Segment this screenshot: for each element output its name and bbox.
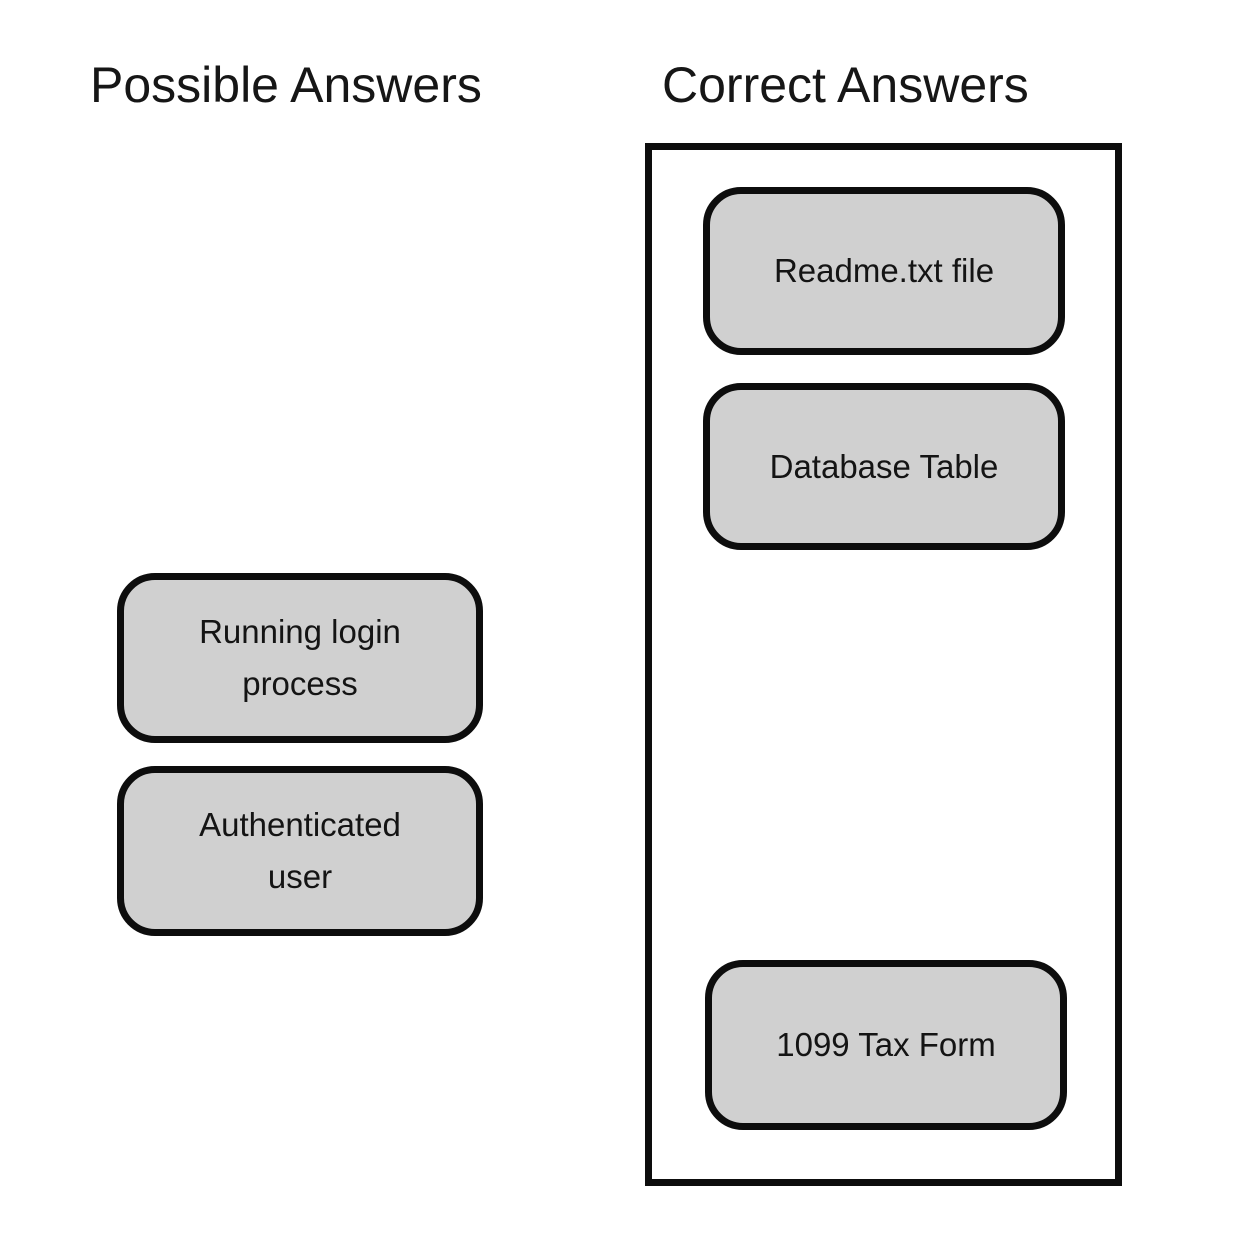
correct-answers-dropzone[interactable]: Readme.txt file Database Table 1099 Tax … — [645, 143, 1122, 1186]
answer-token-label: Authenticated user — [199, 806, 401, 895]
answer-token-running-login-process[interactable]: Running login process — [117, 573, 483, 743]
answer-token-authenticated-user[interactable]: Authenticated user — [117, 766, 483, 936]
answer-token-1099-tax-form[interactable]: 1099 Tax Form — [705, 960, 1067, 1130]
answer-token-label: 1099 Tax Form — [776, 1026, 996, 1063]
possible-answers-heading: Possible Answers — [90, 57, 482, 113]
answer-token-label: Readme.txt file — [773, 252, 995, 289]
answer-token-label: Running login process — [199, 613, 401, 702]
correct-answers-heading: Correct Answers — [662, 57, 1029, 113]
answer-token-readme-txt-file[interactable]: Readme.txt file — [703, 187, 1065, 355]
answer-token-label: Database Table — [769, 447, 999, 485]
answer-token-database-table[interactable]: Database Table — [703, 383, 1065, 550]
